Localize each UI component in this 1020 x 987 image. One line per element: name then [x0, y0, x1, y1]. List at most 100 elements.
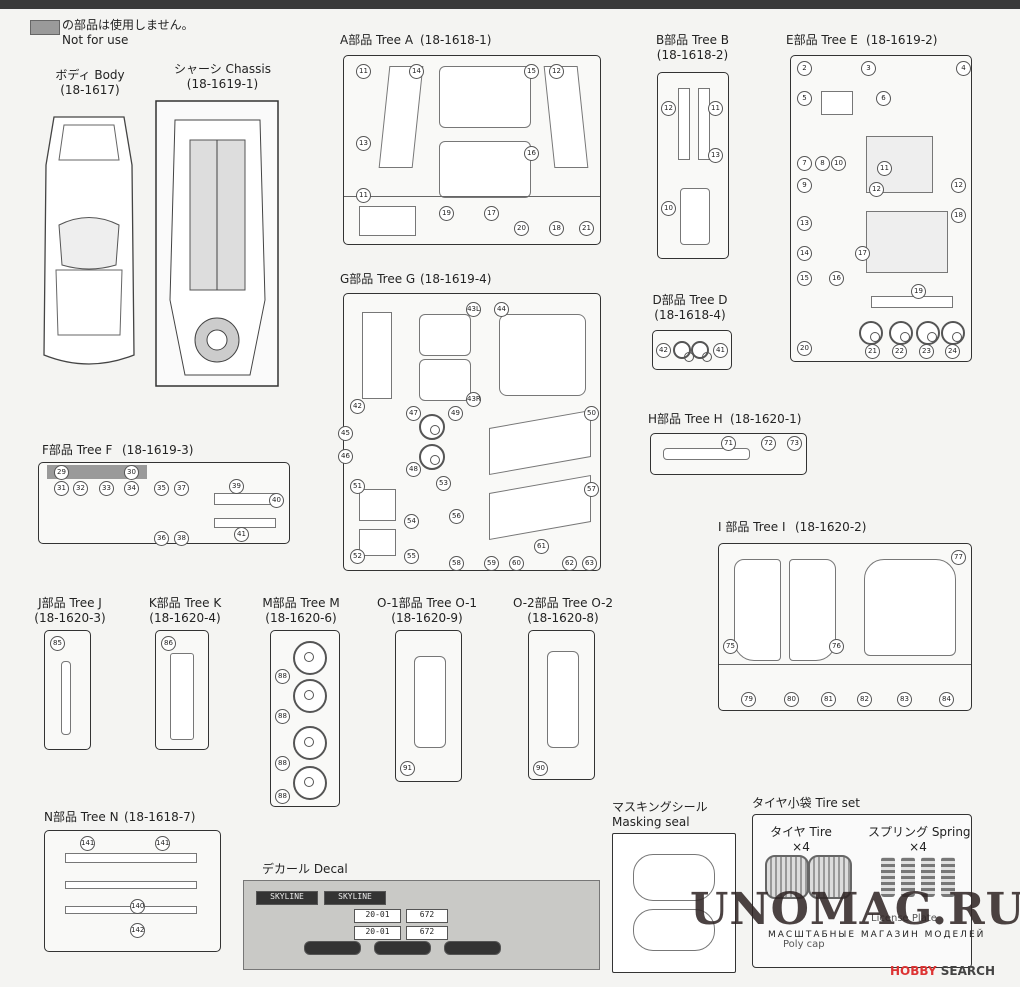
tree-b-num-3: 13	[708, 148, 723, 163]
chassis-drawing	[155, 100, 279, 387]
tire-label: タイヤ Tire×4	[770, 825, 832, 854]
tree-f-label: F部品 Tree F	[42, 443, 113, 457]
tree-f-bar-41	[214, 518, 276, 528]
tree-a-num-7: 16	[524, 146, 539, 161]
tree-g-num-17: 55	[404, 549, 419, 564]
tree-d-num-2: 41	[713, 343, 728, 358]
tree-f-num-5: 33	[99, 481, 114, 496]
tree-g-num-22: 63	[582, 556, 597, 571]
tree-e-wheel-22	[889, 321, 913, 345]
tree-g-num-13: 57	[584, 482, 599, 497]
tree-a-label: A部品 Tree A	[340, 33, 414, 47]
tree-e-num-11: 12	[869, 182, 884, 197]
tree-o2-frame: 90	[528, 630, 595, 780]
tree-g-num-10: 48	[406, 462, 421, 477]
tree-f-num-8: 37	[174, 481, 189, 496]
masking-window-2	[633, 909, 715, 951]
tree-g-num-8: 45	[338, 426, 353, 441]
decal-sheet: SKYLINE SKYLINE 20-01 672 20-01 672	[243, 880, 600, 970]
tree-f-code: (18-1619-3)	[122, 443, 194, 457]
tree-b-num-2: 11	[708, 101, 723, 116]
tree-e-num-4: 5	[797, 91, 812, 106]
tree-g-seat-left	[419, 314, 471, 356]
tree-g-num-15: 56	[449, 509, 464, 524]
tree-e-part-5	[821, 91, 853, 115]
watermark-logo: UNOMAG.RU	[690, 884, 1020, 935]
masking-window-1	[633, 854, 715, 901]
tree-a-code: (18-1618-1)	[420, 33, 492, 47]
tree-m-wheel-4	[293, 766, 327, 800]
tree-d-frame: 42 41	[652, 330, 732, 370]
tree-a-window-right	[543, 66, 589, 168]
tree-d-cap-1	[673, 341, 694, 362]
tireset-box: タイヤ Tire×4 スプリング Spring×4 License Plate …	[752, 814, 972, 968]
tree-m-num-4: 88	[275, 789, 290, 804]
tree-h-code: (18-1620-1)	[730, 412, 802, 426]
tree-g-door-right	[489, 475, 591, 540]
polycap-label: Poly cap	[783, 939, 825, 950]
tree-f-num-10: 40	[269, 493, 284, 508]
tree-a-num-9: 17	[484, 206, 499, 221]
spring-2	[901, 857, 915, 897]
tree-e-num-6: 7	[797, 156, 812, 171]
tree-f-num-1: 29	[54, 465, 69, 480]
tireset-title: タイヤ小袋 Tire set	[752, 796, 860, 810]
tree-b-part-3	[680, 188, 710, 245]
tree-e-num-21: 22	[892, 344, 907, 359]
tree-g-num-7: 50	[584, 406, 599, 421]
decal-num-2: 672	[406, 926, 448, 940]
tree-e-suspension-rear	[866, 211, 948, 273]
tree-a-runner	[344, 196, 600, 197]
tree-e-num-13: 13	[797, 216, 812, 231]
tree-e-num-8: 9	[797, 178, 812, 193]
tree-g-num-18: 58	[449, 556, 464, 571]
tree-g-label: G部品 Tree G	[340, 272, 416, 286]
tree-e-num-2: 3	[861, 61, 876, 76]
tree-k-part	[170, 653, 194, 740]
tree-n-frame: 141 141 140 142	[44, 830, 221, 952]
license-label: License Plate	[871, 913, 937, 924]
tree-g-frame: 43L 44 43R 42 47 49 50 45 46 48 51 53 57…	[338, 293, 601, 571]
tree-m-num-3: 88	[275, 756, 290, 771]
tree-g-num-21: 62	[562, 556, 577, 571]
tree-e-num-12: 18	[951, 208, 966, 223]
tree-f-bar-39	[214, 493, 276, 505]
tree-a-window-left	[378, 66, 424, 168]
tree-d-cap-2	[691, 341, 712, 362]
tree-h-num-2: 72	[761, 436, 776, 451]
tree-b-num-4: 10	[661, 201, 676, 216]
tree-n-part-2	[65, 881, 197, 889]
tree-e-wheel-21	[859, 321, 883, 345]
tire-2	[808, 855, 852, 899]
decal-gauge-3	[444, 941, 501, 955]
tree-m-label: M部品 Tree M(18-1620-6)	[262, 596, 340, 625]
spring-1	[881, 857, 895, 897]
not-for-use-swatch	[30, 20, 60, 35]
tree-a-num-12: 21	[579, 221, 594, 236]
tree-i-num-4: 79	[741, 692, 756, 707]
spring-4	[941, 857, 955, 897]
tree-e-num-5: 6	[876, 91, 891, 106]
tree-a-num-4: 12	[549, 64, 564, 79]
masking-sheet	[612, 833, 736, 973]
legend-jp: の部品は使用しません。	[62, 18, 194, 32]
tree-i-num-7: 82	[857, 692, 872, 707]
tree-g-part-52	[359, 529, 396, 556]
tree-g-num-4: 42	[350, 399, 365, 414]
tree-g-door-left	[489, 410, 591, 475]
tree-o2-num-1: 90	[533, 761, 548, 776]
tree-m-num-1: 88	[275, 669, 290, 684]
tree-f-num-2: 30	[124, 465, 139, 480]
tree-n-num-1: 141	[80, 836, 95, 851]
tree-h-num-3: 73	[787, 436, 802, 451]
tree-n-num-3: 140	[130, 899, 145, 914]
tree-e-num-18: 19	[911, 284, 926, 299]
tree-e-num-14: 14	[797, 246, 812, 261]
tree-g-seat-right	[419, 359, 471, 401]
tree-g-steering-1	[419, 414, 445, 440]
tree-i-num-9: 84	[939, 692, 954, 707]
tree-e-num-15: 15	[797, 271, 812, 286]
tree-a-num-11: 18	[549, 221, 564, 236]
tree-g-code: (18-1619-4)	[420, 272, 492, 286]
tree-f-num-6: 34	[124, 481, 139, 496]
